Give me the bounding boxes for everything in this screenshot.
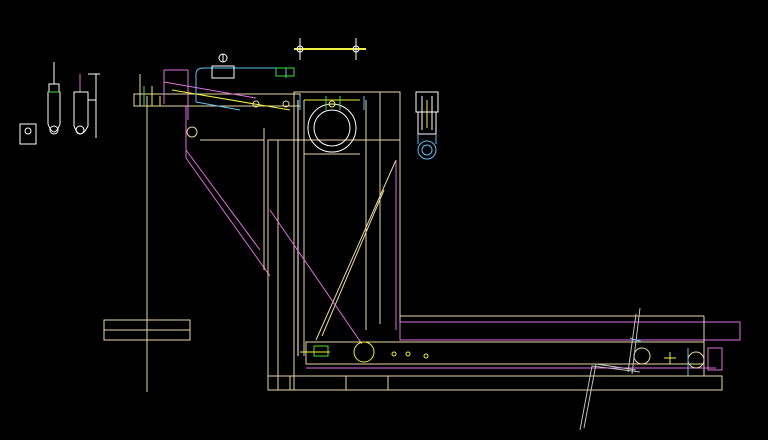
left-counterweight-block [103, 96, 191, 392]
top-pulley-bar [294, 38, 366, 60]
hanging-hook-part [73, 73, 100, 138]
right-clamp-detail [415, 91, 439, 160]
horizontal-base-conveyor [267, 307, 741, 431]
small-bracket-part [19, 123, 37, 145]
upper-drive-assembly [133, 53, 301, 277]
upright-lever-part [47, 62, 61, 135]
